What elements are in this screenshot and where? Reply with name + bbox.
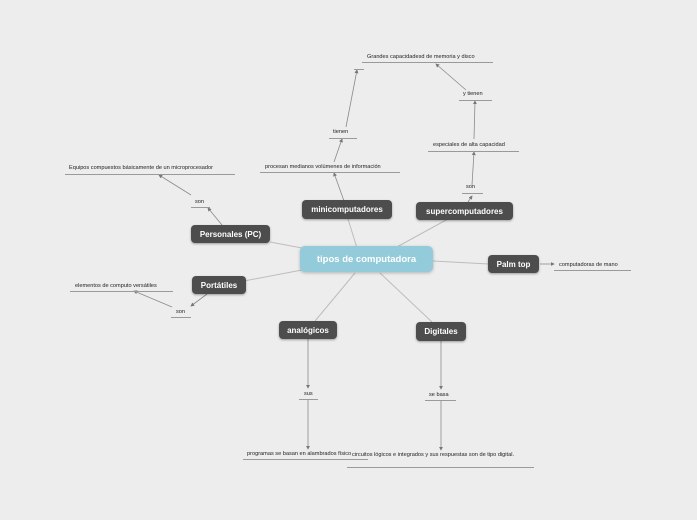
label-son-super[interactable]: son (466, 184, 476, 190)
label-procesan[interactable]: procesan medianos volúmenes de informaci… (265, 164, 381, 170)
edge-central-pc (269, 241, 303, 249)
edge-central-digital (379, 272, 433, 323)
topic-label: supercomputadores (426, 206, 503, 216)
central-topic[interactable]: tipos de computadora (300, 246, 433, 272)
edge-super-son (467, 195, 473, 203)
underline-empty (354, 69, 364, 70)
underline (191, 207, 210, 208)
topic-supercomputadores[interactable]: supercomputadores (416, 202, 513, 220)
underline (425, 400, 456, 401)
label-son-pc[interactable]: son (195, 199, 205, 205)
edge-especiales-ytienen (472, 100, 477, 140)
label-son-portatiles[interactable]: son (176, 309, 186, 315)
edge-central-analog (314, 272, 356, 322)
topic-label: analógicos (287, 325, 329, 335)
topic-label: Digitales (424, 327, 458, 336)
topic-label: minicomputadores (311, 205, 383, 214)
topic-label: Portátiles (200, 280, 238, 290)
topic-palmtop[interactable]: Palm top (488, 255, 539, 273)
underline (299, 399, 318, 400)
underline (462, 193, 483, 194)
underline (70, 291, 173, 292)
underline (347, 467, 534, 468)
edge-tienen-dot (345, 69, 359, 128)
label-tienen[interactable]: tienen (333, 129, 349, 135)
underline (260, 172, 400, 173)
underline (459, 100, 492, 101)
label-computadoras-mano[interactable]: computadoras de mano (559, 262, 618, 268)
edge-port-son (190, 293, 208, 307)
label-sus[interactable]: sus (304, 391, 313, 397)
label-y-tienen[interactable]: y tienen (463, 91, 483, 97)
label-equipos-compuestos[interactable]: Equipos compuestos básicamente de un mic… (69, 165, 213, 171)
label-especiales[interactable]: especiales de alta capacidad (433, 142, 505, 148)
underline (171, 317, 191, 318)
edge-central-super (394, 218, 449, 249)
edge-son-especiales (471, 151, 476, 186)
underline (362, 62, 493, 63)
underline (65, 174, 235, 175)
label-grandes-capacidades[interactable]: Grandes capacidadesd de memoria y disco (367, 54, 475, 60)
edge-central-palm (432, 260, 490, 265)
edge-son-elementos (133, 290, 173, 308)
topic-label: Personales (PC) (199, 229, 262, 239)
edge-ytienen-grandes (435, 63, 467, 91)
topic-label: Palm top (496, 259, 531, 269)
edge-central-mini (347, 218, 358, 249)
edge-son-equipos (158, 174, 192, 196)
topic-analogicos[interactable]: analógicos (279, 321, 337, 339)
topic-personales[interactable]: Personales (PC) (191, 225, 270, 243)
label-elementos[interactable]: elementos de computo versátiles (75, 283, 157, 289)
underline (428, 151, 519, 152)
edge-pc-son (207, 207, 223, 226)
topic-digitales[interactable]: Digitales (416, 322, 466, 341)
central-topic-label: tipos de computadora (316, 253, 417, 265)
label-circuitos[interactable]: circuitos lógicos e integrados y sus res… (352, 452, 514, 458)
edge-mini-procesan (333, 172, 345, 202)
underline (329, 138, 357, 139)
edge-procesan-tienen (333, 138, 343, 163)
label-programas[interactable]: programas se basan en alambrados físico (247, 451, 352, 457)
edge-central-port (243, 269, 303, 282)
topic-minicomputadores[interactable]: minicomputadores (302, 200, 392, 219)
underline (554, 270, 631, 271)
label-se-basa[interactable]: se basa (429, 392, 449, 398)
topic-portatiles[interactable]: Portátiles (192, 276, 246, 294)
underline (243, 459, 368, 460)
